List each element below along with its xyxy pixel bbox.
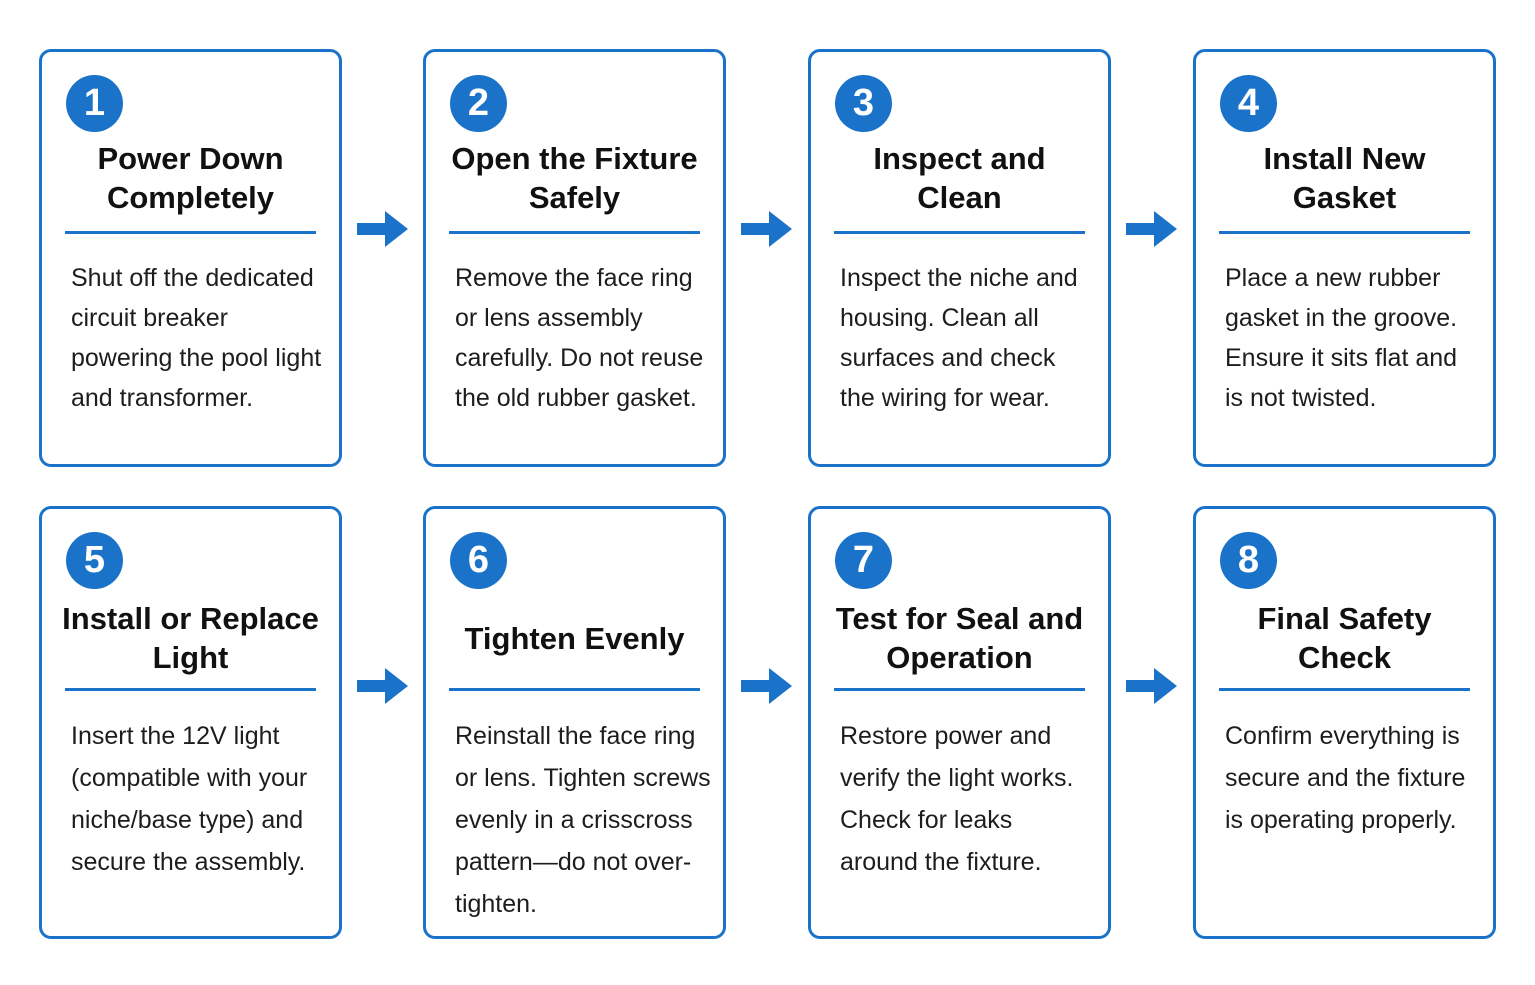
step-number-badge: 7 bbox=[835, 532, 892, 589]
step-card-2: 2 Open the Fixture Safely Remove the fac… bbox=[423, 49, 726, 467]
step-card-1: 1 Power Down Completely Shut off the ded… bbox=[39, 49, 342, 467]
title-divider bbox=[65, 688, 316, 691]
title-divider bbox=[834, 688, 1085, 691]
step-title: Tighten Evenly bbox=[464, 620, 685, 656]
title-divider bbox=[65, 231, 316, 234]
step-description: Place a new rubber gasket in the groove.… bbox=[1225, 264, 1458, 412]
step-number-badge: 2 bbox=[450, 75, 507, 132]
step-description: Reinstall the face ring or lens. Tighten… bbox=[455, 722, 711, 918]
step-card-7: 7 Test for Seal and Operation Restore po… bbox=[808, 506, 1111, 939]
step-description: Confirm everything is secure and the fix… bbox=[1225, 722, 1466, 834]
step-description: Insert the 12V light (compatible with yo… bbox=[71, 722, 308, 876]
step-number-badge: 8 bbox=[1220, 532, 1277, 589]
arrow-right-icon bbox=[739, 207, 795, 251]
step-title: Power Down Completely bbox=[97, 141, 284, 215]
step-card-8: 8 Final Safety Check Confirm everything … bbox=[1193, 506, 1496, 939]
step-title: Install New Gasket bbox=[1263, 141, 1426, 215]
step-description: Inspect the niche and housing. Clean all… bbox=[840, 264, 1078, 412]
step-card-6: 6 Tighten Evenly Reinstall the face ring… bbox=[423, 506, 726, 939]
step-card-3: 3 Inspect and Clean Inspect the niche an… bbox=[808, 49, 1111, 467]
step-title: Test for Seal and Operation bbox=[835, 601, 1084, 675]
step-title: Open the Fixture Safely bbox=[451, 141, 698, 215]
step-description: Restore power and verify the light works… bbox=[840, 722, 1074, 876]
step-card-4: 4 Install New Gasket Place a new rubber … bbox=[1193, 49, 1496, 467]
title-divider bbox=[449, 231, 700, 234]
step-number-badge: 4 bbox=[1220, 75, 1277, 132]
arrow-right-icon bbox=[1124, 664, 1180, 708]
step-description: Shut off the dedicated circuit breaker p… bbox=[71, 264, 322, 412]
arrow-right-icon bbox=[739, 664, 795, 708]
step-number-badge: 5 bbox=[66, 532, 123, 589]
step-card-5: 5 Install or Replace Light Insert the 12… bbox=[39, 506, 342, 939]
arrow-right-icon bbox=[355, 664, 411, 708]
arrow-right-icon bbox=[1124, 207, 1180, 251]
step-title: Inspect and Clean bbox=[873, 141, 1046, 215]
title-divider bbox=[449, 688, 700, 691]
step-number-badge: 1 bbox=[66, 75, 123, 132]
arrow-right-icon bbox=[355, 207, 411, 251]
step-title: Final Safety Check bbox=[1257, 601, 1432, 675]
step-number-badge: 3 bbox=[835, 75, 892, 132]
title-divider bbox=[834, 231, 1085, 234]
step-number-badge: 6 bbox=[450, 532, 507, 589]
step-title: Install or Replace Light bbox=[62, 601, 319, 675]
step-description: Remove the face ring or lens assembly ca… bbox=[455, 264, 704, 412]
title-divider bbox=[1219, 688, 1470, 691]
title-divider bbox=[1219, 231, 1470, 234]
